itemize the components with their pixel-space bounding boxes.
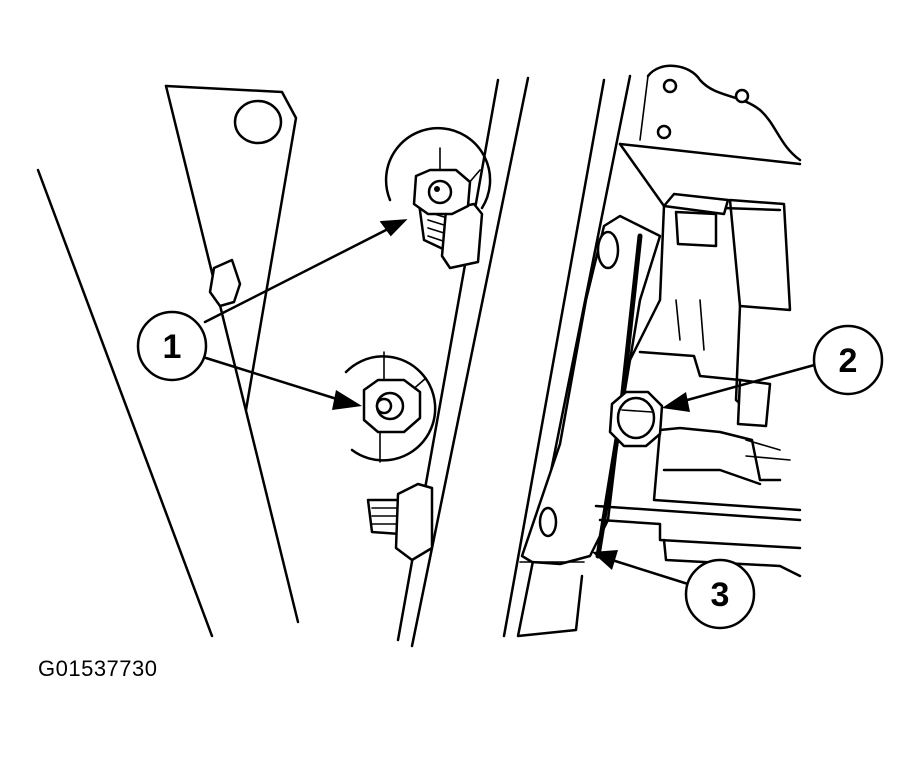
bracket-slot bbox=[596, 230, 620, 270]
figure-code: G01537730 bbox=[38, 656, 158, 681]
mounting-hole bbox=[233, 99, 283, 145]
frame-rail bbox=[36, 84, 300, 638]
center-bolt bbox=[608, 390, 664, 448]
upper-bolt bbox=[384, 126, 492, 270]
engine-block bbox=[594, 64, 802, 578]
callout-2-label: 2 bbox=[839, 342, 858, 380]
bottom-stud bbox=[366, 482, 434, 562]
callout-3-label: 3 bbox=[711, 576, 730, 614]
frame-nut bbox=[208, 258, 242, 308]
lower-bolt bbox=[344, 351, 437, 463]
leader-lines bbox=[203, 219, 820, 586]
callout-1: 1 bbox=[136, 310, 208, 382]
mount-bracket bbox=[519, 214, 662, 566]
callout-1-label: 1 bbox=[163, 328, 182, 366]
bracket-slot-lower bbox=[538, 506, 558, 538]
callout-3: 3 bbox=[684, 558, 756, 630]
callout-2: 2 bbox=[812, 324, 884, 396]
